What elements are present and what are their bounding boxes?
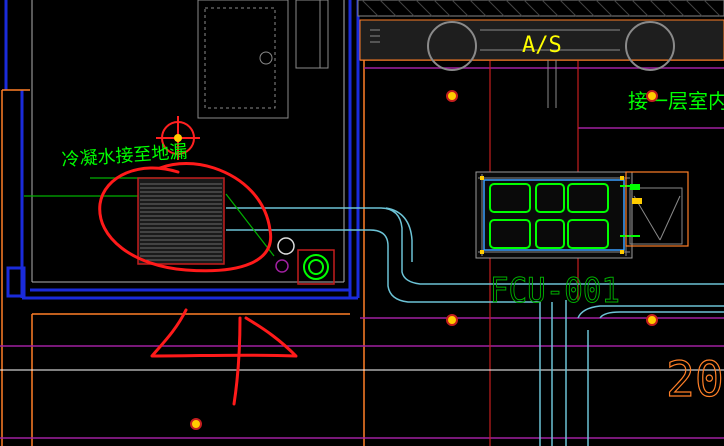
- red-markup-annotation: [98, 162, 298, 406]
- annotation-indoor-unit: 接一层室内机: [628, 89, 724, 113]
- hatched-fan-unit[interactable]: [137, 177, 225, 265]
- magenta-lines: [0, 67, 724, 439]
- room-inner-outline: [31, 0, 345, 283]
- as-unit-label: A/S: [522, 33, 562, 58]
- column-marker-icon: [646, 314, 658, 326]
- column-marker-icon: [446, 90, 458, 102]
- fan-coil-unit-icon[interactable]: [475, 171, 640, 259]
- column-markers: [190, 90, 658, 430]
- column-marker-icon: [446, 314, 458, 326]
- fcu-tag-label: FCU-001: [490, 271, 620, 311]
- as-unit[interactable]: A/S: [357, 0, 724, 108]
- column-marker-icon: [190, 418, 202, 430]
- valve-icon: [625, 171, 689, 247]
- dimension-label: 200: [666, 352, 724, 408]
- pipe-fittings: [275, 237, 295, 273]
- floor-drain-icon[interactable]: [297, 249, 335, 285]
- crosshair-target-icon: [156, 116, 200, 160]
- room-fixtures: [197, 0, 329, 119]
- wall-outline-blue: [4, 0, 360, 300]
- column-marker-icon: [646, 90, 658, 102]
